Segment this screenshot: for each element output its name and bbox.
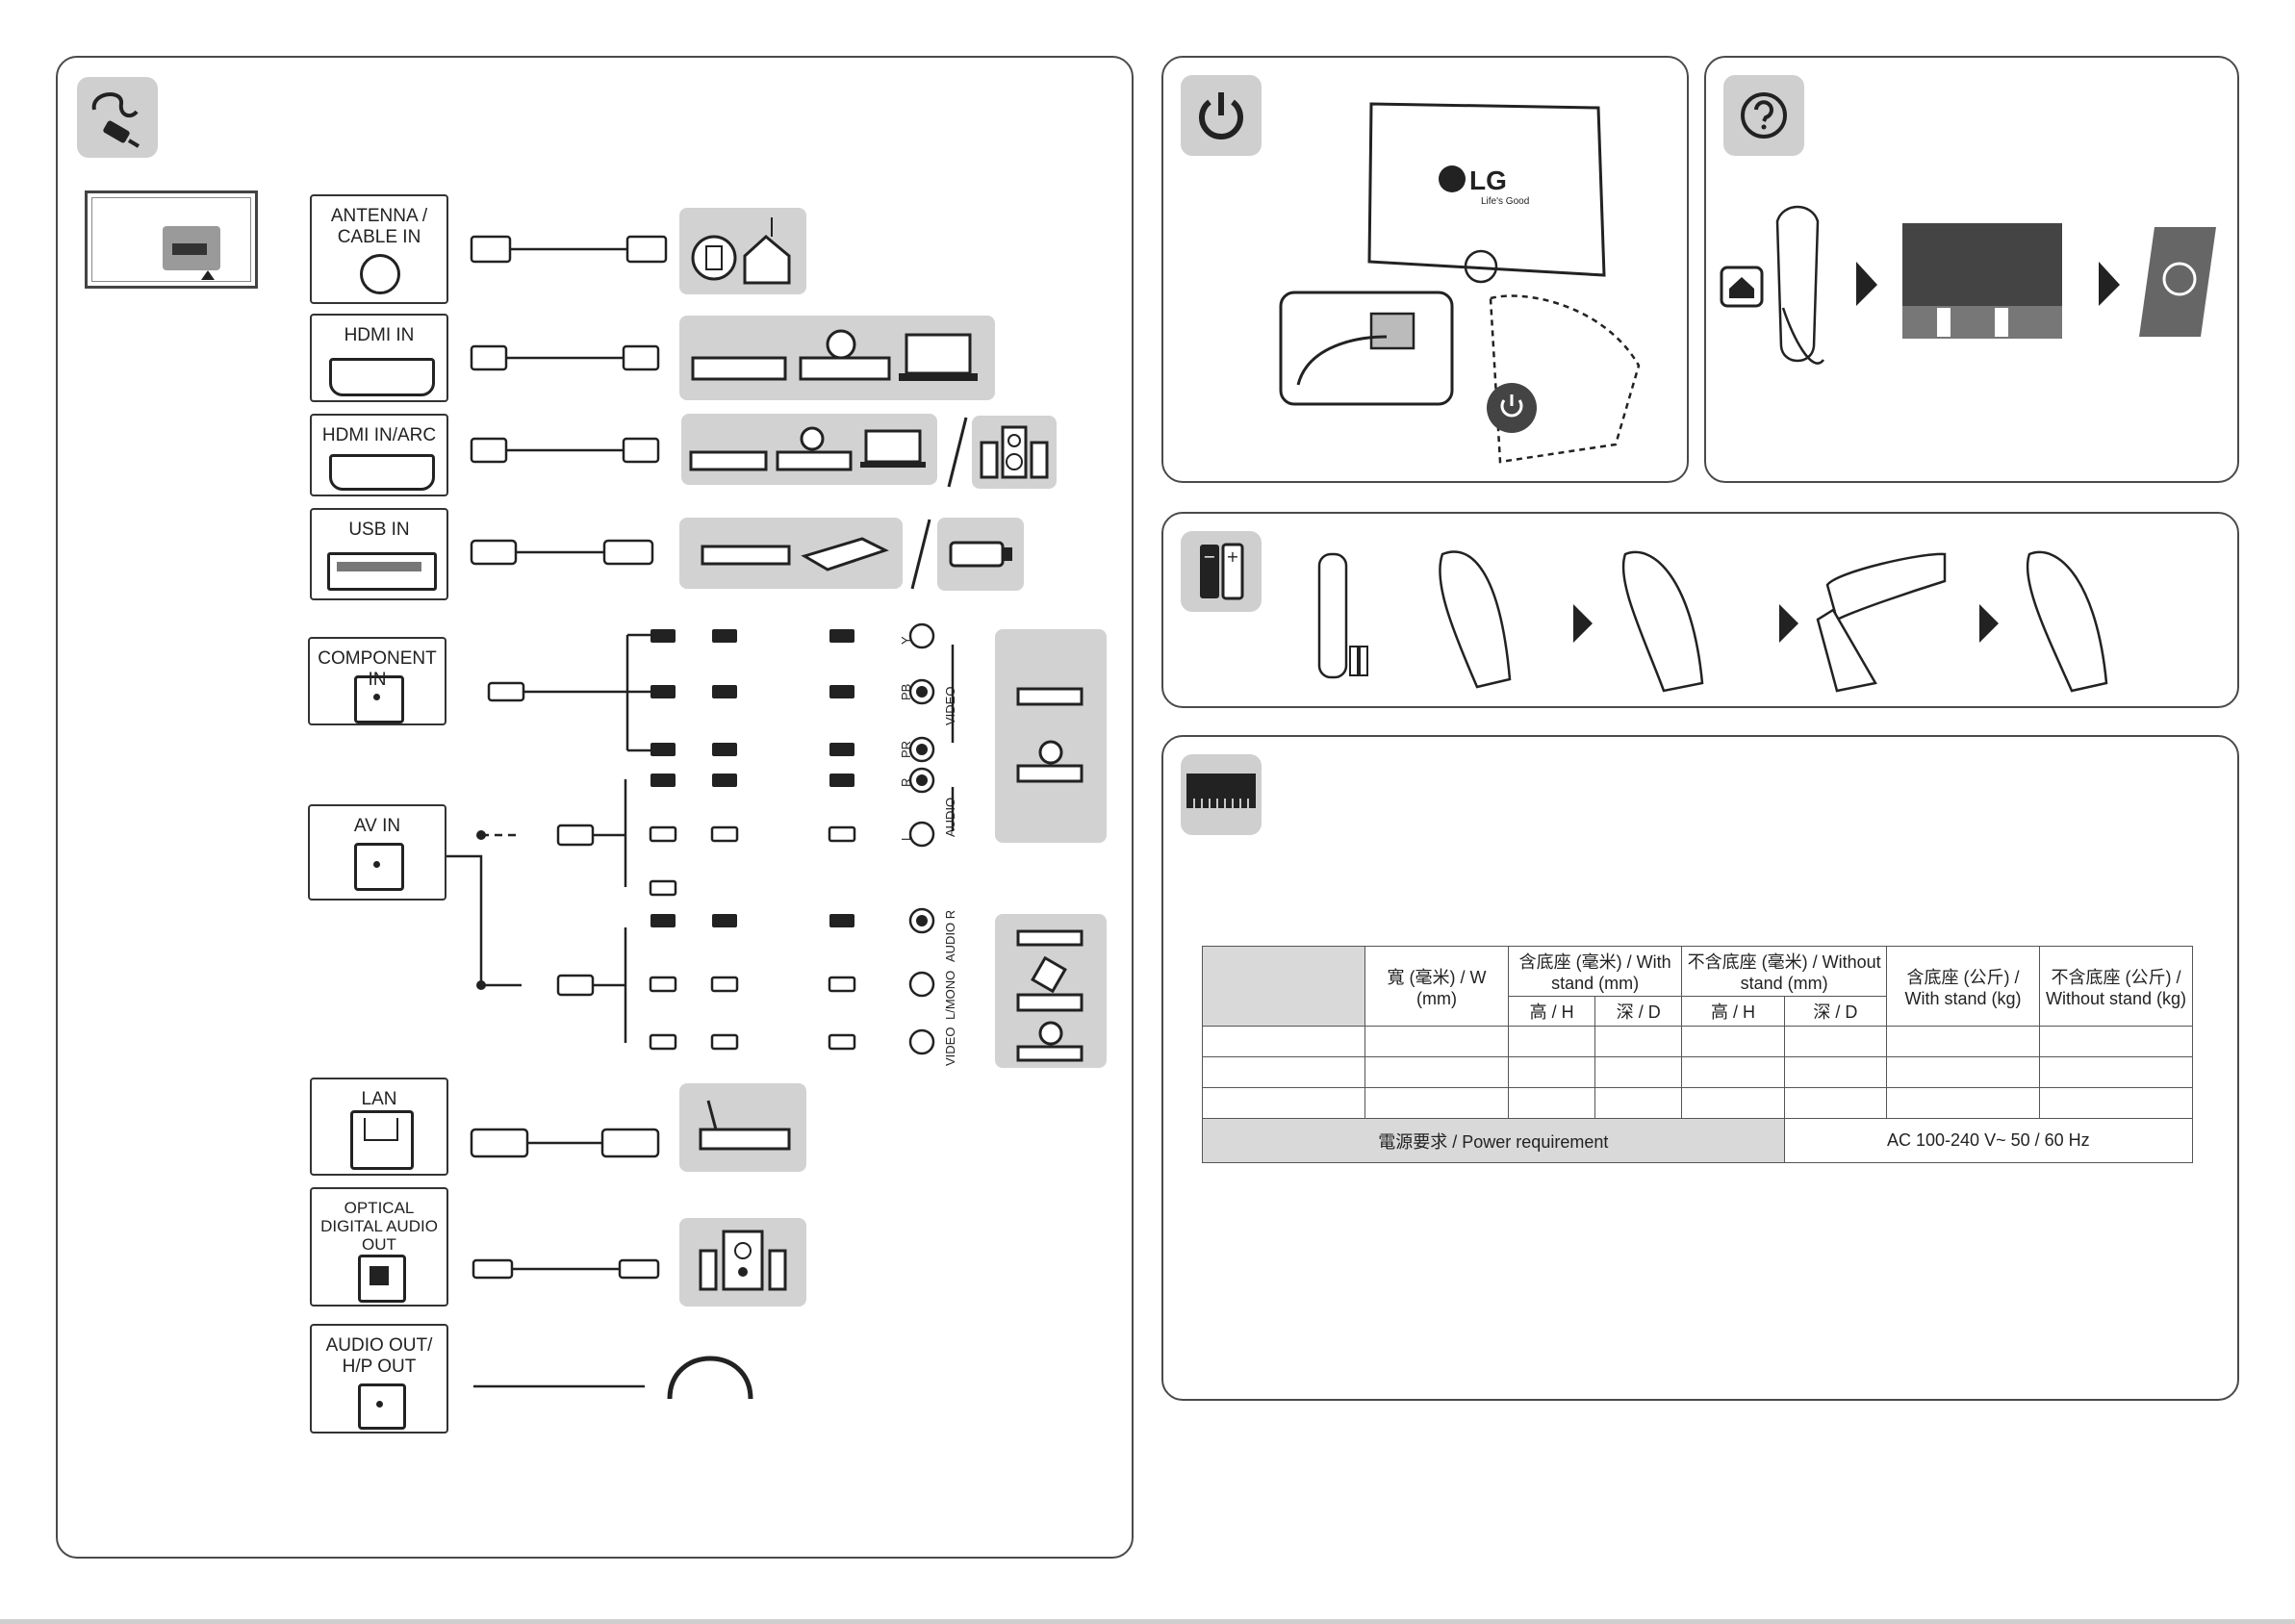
component-port: COMPONENT IN xyxy=(308,637,446,725)
spec-without-stand-d: 深 / D xyxy=(1783,996,1888,1027)
svg-text:+: + xyxy=(1226,547,1238,566)
lg-brand: LG xyxy=(1469,165,1507,195)
audio-out-label: AUDIO OUT/ H/P OUT xyxy=(325,1335,433,1377)
table-row xyxy=(1202,1056,2193,1088)
usb-label: USB IN xyxy=(348,520,410,540)
av-port: AV IN xyxy=(308,804,446,901)
usb-port: USB IN xyxy=(310,508,448,600)
connections-panel: ANTENNA / CABLE IN HDMI IN HDMI IN/ARC U… xyxy=(56,56,1134,1559)
spec-without-stand-h: 高 / H xyxy=(1681,996,1785,1027)
usb-stick-box xyxy=(937,518,1024,591)
hdmi-arc-port: HDMI IN/ARC xyxy=(310,414,448,496)
help-panel xyxy=(1704,56,2239,483)
lg-tagline: Life's Good xyxy=(1481,196,1530,207)
soundbar-device-box xyxy=(679,1218,806,1307)
spec-width-header: 寬 (毫米) / W (mm) xyxy=(1364,946,1509,1027)
hdmi-label: HDMI IN xyxy=(344,325,415,345)
power-icon xyxy=(1181,75,1262,156)
spec-without-stand-header: 不含底座 (毫米) / Without stand (mm) xyxy=(1681,946,1887,997)
hdmi-port: HDMI IN xyxy=(310,314,448,402)
battery-panel: − + xyxy=(1161,512,2239,708)
help-icon xyxy=(1723,75,1804,156)
spec-power-label: 電源要求 / Power requirement xyxy=(1202,1118,1785,1163)
spec-power-value: AC 100-240 V~ 50 / 60 Hz xyxy=(1783,1118,2194,1163)
av-label: AV IN xyxy=(353,816,401,836)
router-device-box xyxy=(679,1083,806,1172)
spec-with-stand-d: 深 / D xyxy=(1594,996,1683,1027)
hdmi-device-box xyxy=(679,316,995,400)
battery-icon: − + xyxy=(1181,531,1262,612)
table-row xyxy=(1202,1026,2193,1057)
cable-plug-icon xyxy=(77,77,158,158)
component-audio-label: AUDIO xyxy=(943,797,957,837)
component-label: COMPONENT IN xyxy=(318,648,437,690)
hdmi-arc-device-box xyxy=(681,414,937,485)
usb-device-box xyxy=(679,518,903,589)
spec-table: 寬 (毫米) / W (mm) 含底座 (毫米) / With stand (m… xyxy=(1202,946,2194,1163)
antenna-port: ANTENNA / CABLE IN xyxy=(310,194,448,304)
usb-divider-slash xyxy=(910,518,931,591)
component-pb-label: PB xyxy=(899,683,913,700)
spec-with-stand-header: 含底座 (毫米) / With stand (mm) xyxy=(1507,946,1683,997)
optical-port: OPTICAL DIGITAL AUDIO OUT xyxy=(310,1187,448,1307)
spec-with-stand-kg-header: 含底座 (公斤) / With stand (kg) xyxy=(1886,946,2040,1027)
barcode-icon xyxy=(1181,754,1262,835)
av-lmono-label: L/MONO xyxy=(943,970,957,1020)
lan-port: LAN xyxy=(310,1078,448,1176)
optical-label: OPTICAL DIGITAL AUDIO OUT xyxy=(320,1199,438,1254)
component-l-label: L xyxy=(899,833,913,841)
table-row xyxy=(1202,1087,2193,1119)
power-panel: LG Life's Good xyxy=(1161,56,1689,483)
component-pr-label: PR xyxy=(899,740,913,758)
tv-rear-illustration xyxy=(85,190,258,289)
tv-power-illustration xyxy=(1279,102,1641,464)
lan-label: LAN xyxy=(361,1089,397,1109)
speaker-device-box xyxy=(972,416,1057,489)
antenna-label: ANTENNA / CABLE IN xyxy=(330,206,428,247)
hdmi-arc-label: HDMI IN/ARC xyxy=(321,425,437,445)
av-audio-r-label: AUDIO R xyxy=(943,909,957,962)
svg-text:−: − xyxy=(1203,547,1215,566)
component-video-label: VIDEO xyxy=(943,686,957,725)
av-device-box xyxy=(995,914,1107,1068)
av-video-label: VIDEO xyxy=(943,1027,957,1066)
audio-out-port: AUDIO OUT/ H/P OUT xyxy=(310,1324,448,1434)
component-r-label: R xyxy=(899,777,913,787)
battery-steps-illustration xyxy=(1317,550,2108,693)
antenna-device-box xyxy=(679,208,806,294)
bottom-bar xyxy=(0,1619,2295,1624)
cable-diagram xyxy=(446,235,955,1400)
component-device-box xyxy=(995,629,1107,843)
help-illustration xyxy=(1720,205,2216,365)
component-y-label: Y xyxy=(899,636,913,645)
spec-with-stand-h: 高 / H xyxy=(1507,996,1596,1027)
divider-slash xyxy=(947,416,968,489)
spec-without-stand-kg-header: 不含底座 (公斤) / Without stand (kg) xyxy=(2039,946,2193,1027)
spec-blank-header xyxy=(1202,946,1365,1027)
